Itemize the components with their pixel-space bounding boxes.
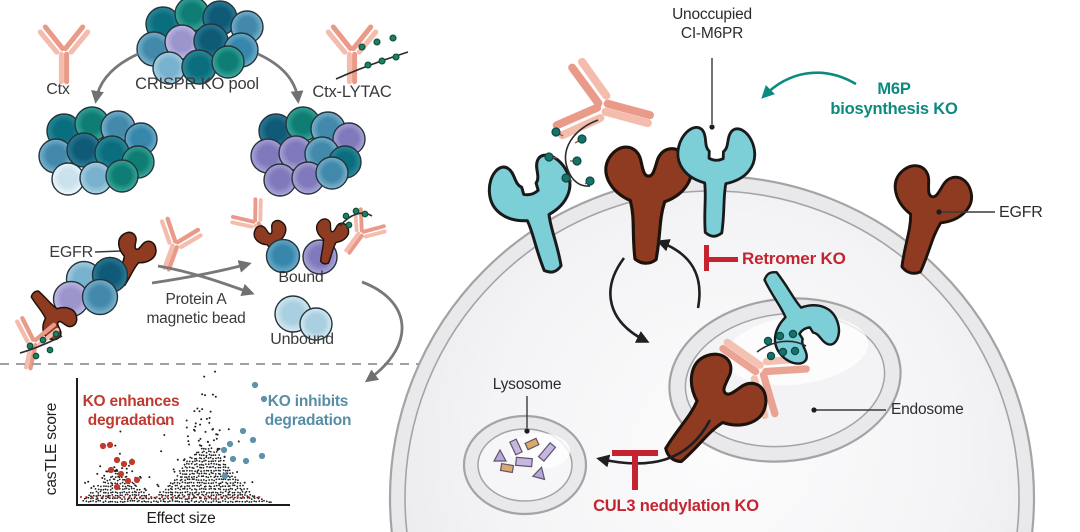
cul3-neddylation-ko-label: CUL3 neddylation KO xyxy=(593,497,759,515)
crispr-pool-label: CRISPR KO pool xyxy=(135,75,259,93)
egfr-right-label: EGFR xyxy=(999,204,1043,221)
unoccupied-line1: Unoccupied xyxy=(672,6,752,23)
membrane-glycan-chain xyxy=(544,119,599,187)
protein-a-arrow-upper xyxy=(151,260,252,285)
unbound-label: Unbound xyxy=(270,331,334,348)
endosome-label: Endosome xyxy=(891,401,964,418)
protein-a-line2: magnetic bead xyxy=(146,309,246,327)
m6p-line2: biosynthesis KO xyxy=(830,100,958,119)
bound-cells xyxy=(227,195,389,275)
to-plot-arrow xyxy=(361,280,404,383)
protein-a-line1: Protein A xyxy=(165,291,227,308)
plot-axes xyxy=(76,378,290,506)
lysosome-vesicle xyxy=(462,414,588,516)
plot-xlabel: Effect size xyxy=(146,510,216,527)
annotation-ko-enhances: KO enhances degradation xyxy=(80,393,182,431)
annotation-ko-inhibits-line1: KO inhibits xyxy=(267,393,349,410)
pool-arrow-right xyxy=(257,52,304,104)
degraded-protein-fragments xyxy=(492,437,557,481)
endosome-to-lysosome-arrow xyxy=(596,419,712,468)
recycle-arrow-up xyxy=(656,239,701,309)
unbound-cells xyxy=(274,295,333,341)
ctx-lytac-label: Ctx-LYTAC xyxy=(312,83,392,101)
bead-cell-cluster xyxy=(8,217,202,372)
recycle-arrow-down xyxy=(609,257,650,343)
unoccupied-line2: CI-M6PR xyxy=(680,24,744,42)
egfr-left-label: EGFR xyxy=(49,244,93,261)
endosome-glycan-chain xyxy=(756,329,807,361)
protein-a-label: Protein A magnetic bead xyxy=(121,291,271,329)
bound-label: Bound xyxy=(278,269,324,286)
lytac-glycan-chain xyxy=(335,34,409,80)
ctx-label: Ctx xyxy=(46,81,70,98)
m6p-line1: M6P xyxy=(877,80,911,98)
scatter-points xyxy=(82,370,272,504)
lytac-antibody-icon xyxy=(328,27,376,82)
protein-a-arrow-lower xyxy=(157,264,255,297)
crispr-pool-cells xyxy=(136,0,264,85)
label-pointers xyxy=(94,58,995,434)
lysosome-label: Lysosome xyxy=(492,376,562,393)
retromer-inhibition-symbol xyxy=(704,245,738,271)
annotation-ko-enhances-line2: degradation xyxy=(87,411,175,429)
unoccupied-cim6pr-label: Unoccupied CI-M6PR xyxy=(642,6,782,44)
result-cluster-lytac xyxy=(250,106,366,197)
ctx-antibody-icon xyxy=(40,27,88,82)
scatter-plot xyxy=(76,370,290,506)
annotation-ko-inhibits-line2: degradation xyxy=(264,411,352,429)
retromer-ko-label: Retromer KO xyxy=(742,249,846,268)
plot-ylabel: casTLE score xyxy=(43,402,60,496)
annotation-ko-enhances-line1: KO enhances xyxy=(82,393,180,410)
result-cluster-ctx xyxy=(38,106,158,196)
m6p-ko-arrow xyxy=(761,71,857,99)
pool-arrow-left xyxy=(91,52,139,104)
m6p-biosynthesis-ko-label: M6P biosynthesis KO xyxy=(804,79,984,119)
cul3-inhibition-symbol xyxy=(612,450,658,490)
annotation-ko-inhibits: KO inhibits degradation xyxy=(258,393,358,431)
